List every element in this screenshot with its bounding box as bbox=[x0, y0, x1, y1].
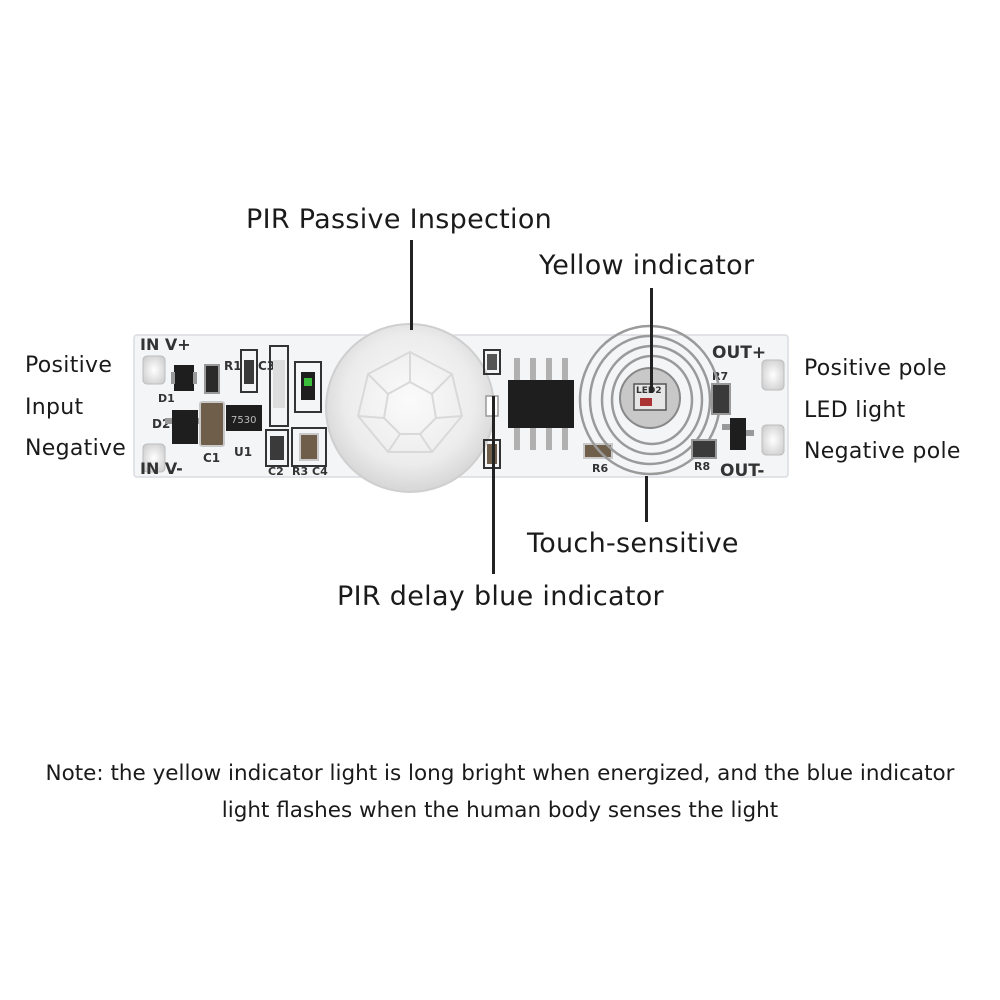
input-negative-pad bbox=[142, 443, 166, 473]
yellow-indicator-led bbox=[640, 398, 652, 406]
silk-c3: C3 bbox=[258, 359, 275, 373]
silk-r1: R1 bbox=[224, 359, 242, 373]
silk-ic: 7530 bbox=[231, 415, 256, 426]
resistor-r1 bbox=[204, 364, 220, 394]
note-text: Note: the yellow indicator light is long… bbox=[45, 761, 955, 823]
label-output-negative-pole: Negative pole bbox=[804, 439, 961, 464]
silk-u1: U1 bbox=[234, 445, 252, 459]
leader-pir bbox=[410, 240, 413, 330]
label-input-positive: Positive bbox=[25, 353, 113, 378]
label-led-light: LED light bbox=[804, 398, 906, 423]
silk-in-pos: IN V+ bbox=[140, 335, 191, 354]
label-pir-passive-inspection: PIR Passive Inspection bbox=[246, 204, 553, 235]
diode-d1 bbox=[174, 365, 194, 391]
capacitor-c1 bbox=[199, 401, 225, 447]
leader-touch bbox=[645, 476, 648, 522]
output-negative-pad bbox=[761, 424, 785, 456]
silk-r8: R8 bbox=[694, 460, 710, 473]
output-positive-pad bbox=[761, 359, 785, 391]
silk-d1: D1 bbox=[158, 392, 175, 405]
silk-out-pos: OUT+ bbox=[712, 343, 766, 363]
label-touch-sensitive: Touch-sensitive bbox=[527, 528, 739, 559]
silk-c2: C2 bbox=[268, 465, 284, 478]
transistor-q1 bbox=[730, 418, 746, 450]
label-output-positive-pole: Positive pole bbox=[804, 356, 947, 381]
component-frame-left bbox=[269, 345, 289, 427]
leader-blue bbox=[492, 396, 495, 574]
input-positive-pad bbox=[142, 355, 166, 385]
silk-led2: LED2 bbox=[636, 386, 662, 396]
capacitor-c3-frame bbox=[240, 349, 258, 393]
label-pir-delay-blue-indicator: PIR delay blue indicator bbox=[337, 581, 664, 612]
resistor-r7 bbox=[711, 383, 731, 415]
capacitor-c2-frame bbox=[265, 429, 289, 467]
pir-dome bbox=[325, 323, 495, 493]
silk-r6: R6 bbox=[592, 462, 608, 475]
label-yellow-indicator: Yellow indicator bbox=[539, 250, 755, 281]
label-input-negative: Negative bbox=[25, 436, 127, 461]
led-frame bbox=[294, 361, 322, 413]
capacitor-c4-frame bbox=[291, 427, 327, 467]
chip-u1 bbox=[226, 405, 262, 431]
silk-r3: R3 bbox=[292, 465, 308, 478]
ic-chip bbox=[508, 380, 574, 428]
silk-in-neg: IN V- bbox=[140, 459, 183, 478]
silk-c1: C1 bbox=[203, 451, 220, 465]
leader-yellow bbox=[650, 288, 653, 393]
blue-indicator-frame bbox=[483, 349, 501, 375]
silk-c4: C4 bbox=[312, 465, 328, 478]
silk-out-neg: OUT- bbox=[720, 461, 764, 481]
regulator-u2 bbox=[172, 410, 198, 444]
label-input: Input bbox=[25, 395, 84, 420]
